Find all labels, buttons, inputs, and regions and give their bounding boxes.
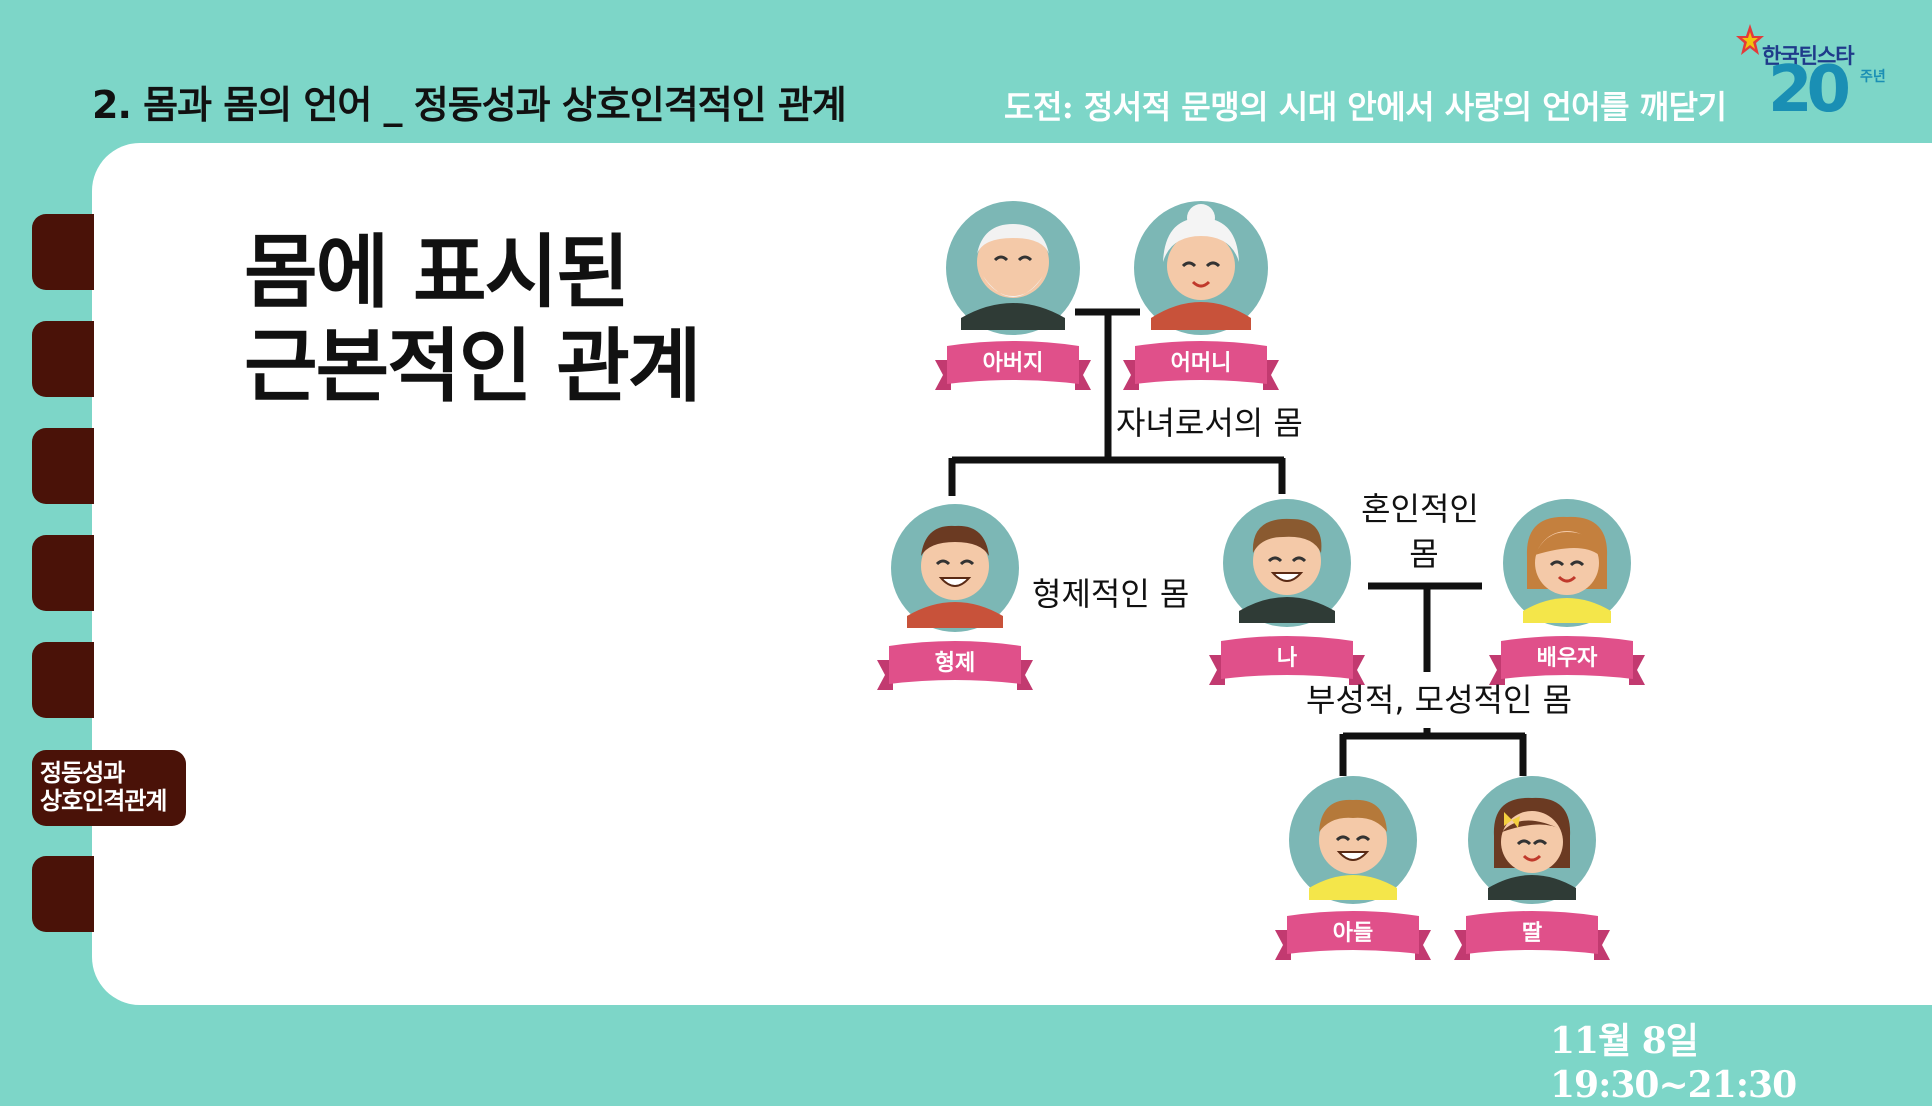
page-title: 2. 몸과 몸의 언어 _ 정동성과 상호인격적인 관계 [92, 83, 847, 127]
main-heading: 몸에 표시된 근본적인 관계 [244, 226, 701, 415]
son-node: 아들 [1275, 776, 1431, 960]
side-tab-4[interactable] [32, 535, 94, 611]
main-heading-line2: 근본적인 관계 [244, 320, 701, 414]
sibling-label: 형제 [935, 651, 975, 676]
father-node: 아버지 [935, 201, 1091, 390]
teenstar-logo: 한국틴스타 20 주년 [1728, 14, 1898, 124]
me-label: 나 [1277, 646, 1297, 671]
daughter-label: 딸 [1522, 921, 1542, 946]
tree-connectors [948, 308, 1527, 776]
mother-node: 어머니 [1123, 201, 1279, 390]
logo-suffix: 주년 [1860, 69, 1886, 85]
mother-label: 어머니 [1171, 351, 1232, 376]
side-tab-3[interactable] [32, 428, 94, 504]
sibling-node: 형제 [877, 504, 1033, 690]
star-icon [1736, 24, 1764, 55]
sibling-body-label: 형제적인 몸 [1032, 575, 1189, 613]
side-tab-active-line1: 정동성과 [40, 759, 125, 788]
side-tab-active[interactable]: 정동성과 상호인격관계 [32, 750, 186, 826]
son-label: 아들 [1333, 921, 1373, 946]
parental-body-label: 부성적, 모성적인 몸 [1306, 681, 1572, 719]
spouse-node: 배우자 [1489, 499, 1645, 685]
child-body-label: 자녀로서의 몸 [1116, 404, 1303, 442]
main-heading-line1: 몸에 표시된 [244, 226, 630, 319]
side-tab-1[interactable] [32, 214, 94, 290]
daughter-node: 딸 [1454, 776, 1610, 960]
side-tab-active-line2: 상호인격관계 [40, 787, 167, 815]
spouse-label: 배우자 [1537, 646, 1598, 671]
marital-body-label-line1: 혼인적인 [1361, 490, 1479, 528]
logo-number: 20 [1768, 53, 1851, 127]
side-tab-2[interactable] [32, 321, 94, 397]
father-label: 아버지 [983, 351, 1044, 376]
marital-body-label-line2: 몸 [1409, 535, 1438, 573]
side-tab-7[interactable] [32, 856, 94, 932]
footer-date: 11월 8일 19:30~21:30 [1550, 1020, 1797, 1106]
family-tree-diagram: 아버지 어머니 형제 나 [877, 201, 1645, 960]
me-node: 나 [1209, 499, 1365, 685]
page-subtitle: 도전: 정서적 문맹의 시대 안에서 사랑의 언어를 깨닫기 [1004, 88, 1727, 126]
logo-text: 한국틴스타 [1762, 44, 1855, 68]
side-tab-5[interactable] [32, 642, 94, 718]
